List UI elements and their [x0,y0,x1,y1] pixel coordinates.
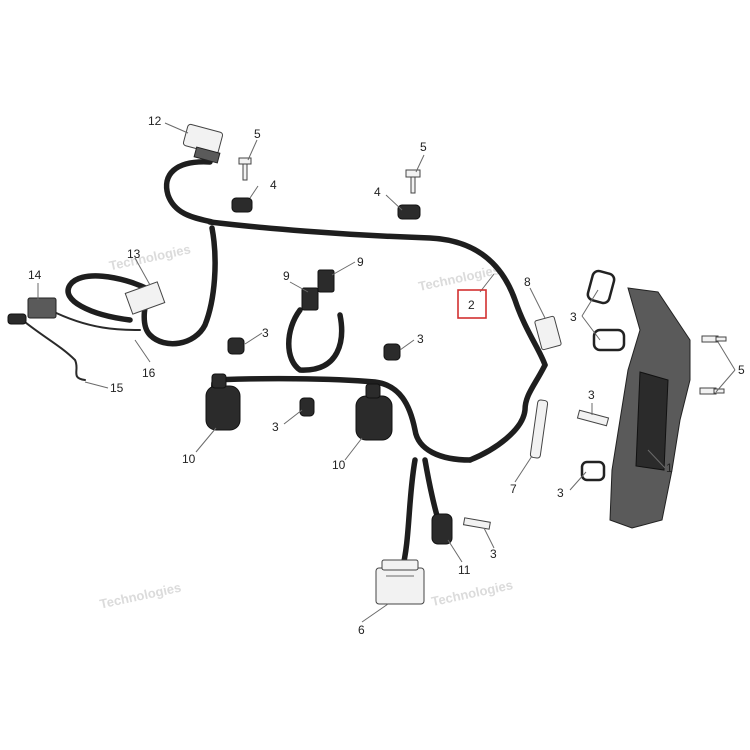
leader-lines [37,122,736,623]
callout-3: 3 [557,486,564,500]
wiring-harness [141,159,548,573]
callout-5: 5 [738,363,745,377]
callout-3: 3 [570,310,577,324]
callout-3: 3 [588,388,595,402]
callout-11: 11 [458,563,471,577]
callout-1: 1 [666,461,673,475]
callout-15: 15 [110,381,124,395]
callout-10: 10 [182,452,196,466]
part-9-relays [301,269,335,311]
part-5-bolts [238,157,727,395]
highlight-box [457,289,487,319]
part-14-connector [7,297,57,325]
callout-14: 14 [28,268,42,282]
callout-3: 3 [490,547,497,561]
callout-9: 9 [283,269,290,283]
loose-wires [19,273,153,381]
callout-7: 7 [510,482,517,496]
callout-2[interactable]: 2 [468,298,475,312]
part-7-sensor [529,399,549,459]
callout-13: 13 [127,247,141,261]
part-13-connector [124,281,166,315]
callout-5: 5 [254,127,261,141]
part-3-clips [227,337,610,530]
callout-16: 16 [142,366,156,380]
part-4-grommets [231,197,421,220]
callout-4: 4 [374,185,381,199]
part-3-loops [580,269,626,482]
svg-text:Technologies: Technologies [417,262,501,294]
callout-8: 8 [524,275,531,289]
callout-labels: 1 2 3 3 3 3 3 3 3 4 4 5 5 5 6 7 8 9 9 10… [28,114,745,637]
callout-5: 5 [420,140,427,154]
callout-9: 9 [357,255,364,269]
callout-3: 3 [262,326,269,340]
part-10-ignition-coils [205,373,393,441]
svg-text:Technologies: Technologies [98,580,182,612]
svg-text:Technologies: Technologies [430,577,514,609]
part-8-connector [534,315,562,351]
callout-10: 10 [332,458,346,472]
callout-3: 3 [417,332,424,346]
callout-12: 12 [148,114,162,128]
part-12-connector [182,123,224,164]
callout-3: 3 [272,420,279,434]
part-11-sensor [431,513,453,545]
callout-6: 6 [358,623,365,637]
part-1-bracket [609,287,691,529]
part-6-ecm-connector [375,559,425,605]
callout-4: 4 [270,178,277,192]
svg-text:Technologies: Technologies [108,241,192,273]
